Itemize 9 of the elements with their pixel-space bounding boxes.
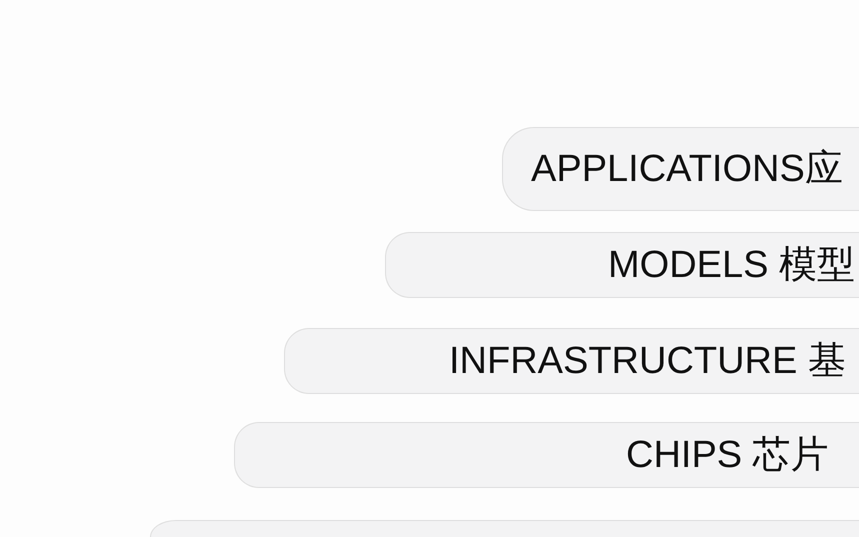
layer-label: APPLICATIONS应	[531, 148, 843, 190]
layer-bar	[385, 232, 859, 298]
layer-label: INFRASTRUCTURE 基	[449, 340, 846, 382]
layer-bar	[150, 520, 859, 537]
layer-bar	[284, 328, 859, 394]
layer-label: MODELS 模型	[608, 244, 856, 286]
layer-bar	[234, 422, 859, 488]
layer-label: CHIPS 芯片	[626, 434, 829, 476]
layer-bar	[502, 127, 859, 211]
